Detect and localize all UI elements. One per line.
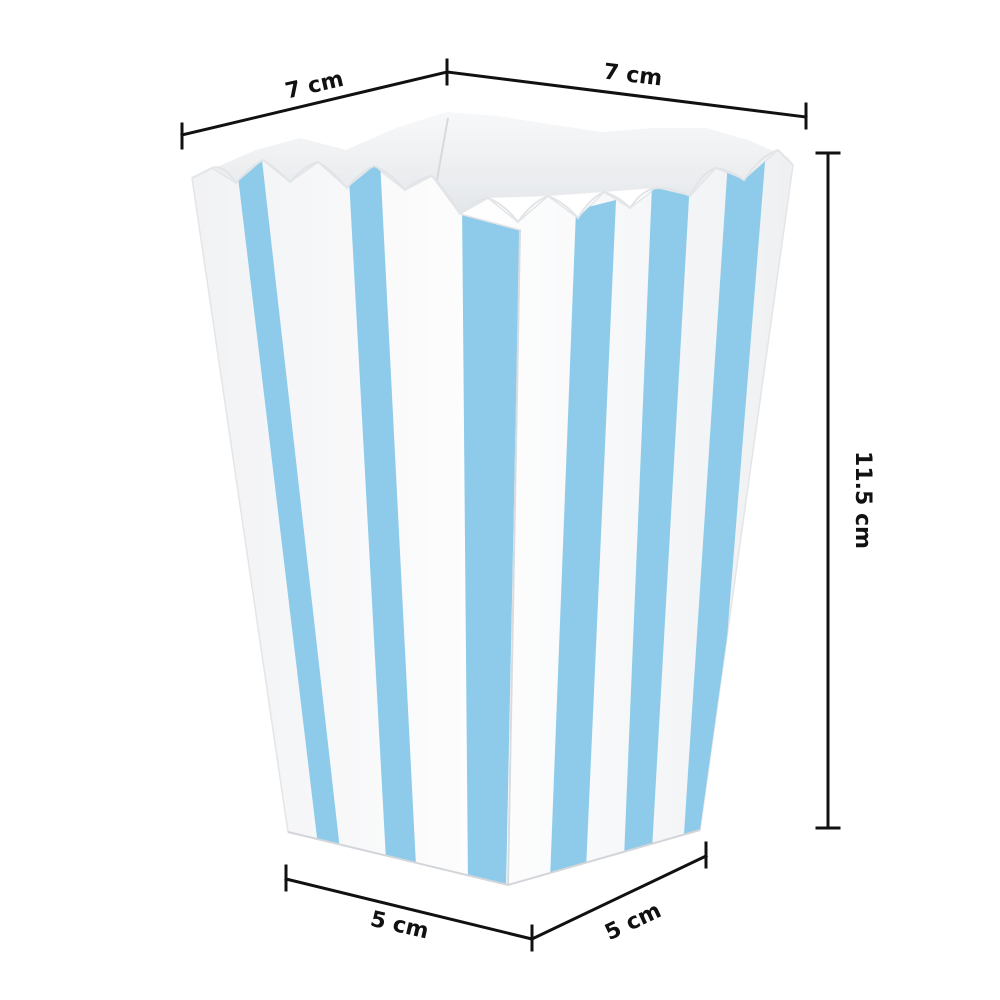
box-left-face xyxy=(191,158,521,886)
left-rim-edge xyxy=(191,158,461,215)
left-face-stripes xyxy=(236,160,520,885)
box-front-corner xyxy=(507,229,521,886)
dimension-top-right-label: 7 cm xyxy=(602,60,664,92)
box-interior xyxy=(196,112,790,214)
right-rim-edge xyxy=(459,148,794,224)
stripe xyxy=(624,180,690,858)
right-face-stripes xyxy=(550,150,766,880)
stripe xyxy=(550,200,616,880)
stripe xyxy=(348,160,416,866)
stripe xyxy=(236,160,340,850)
dimension-bottom-right-label: 5 cm xyxy=(601,898,665,946)
dimension-height-label: 11.5 cm xyxy=(850,451,875,549)
box-right-face xyxy=(459,148,794,886)
stripe xyxy=(462,200,520,885)
stripe xyxy=(684,150,766,834)
box-interior-fold xyxy=(435,117,449,186)
dimension-top-left: 7 cm xyxy=(180,58,449,150)
dimension-height: 11.5 cm xyxy=(815,151,875,830)
box-bottom-edge xyxy=(287,829,701,887)
